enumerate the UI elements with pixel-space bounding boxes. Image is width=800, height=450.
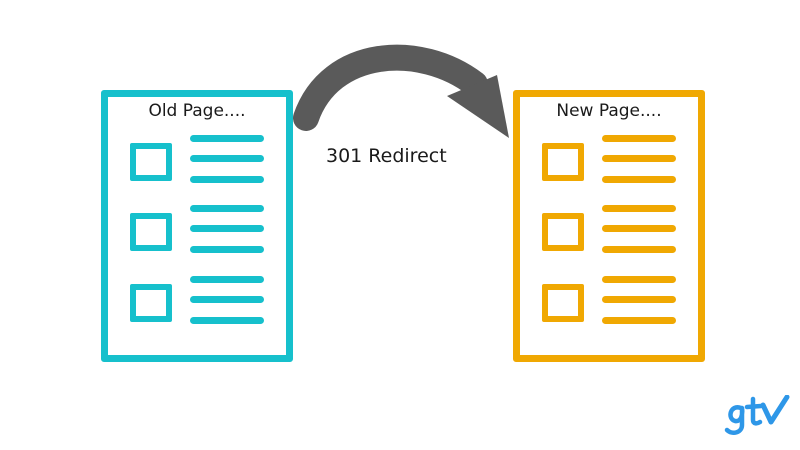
image-placeholder-icon <box>130 143 172 181</box>
redirect-label: 301 Redirect <box>326 145 447 167</box>
old-page-title: Old Page.... <box>148 101 246 121</box>
text-line <box>190 155 264 162</box>
image-placeholder-icon <box>542 143 584 181</box>
text-line <box>602 246 676 253</box>
text-line <box>602 276 676 283</box>
new-page-title: New Page.... <box>556 101 662 121</box>
text-line <box>190 246 264 253</box>
text-line <box>190 276 264 283</box>
new-page-document: New Page.... <box>513 90 705 362</box>
new-page-row <box>542 276 692 338</box>
text-line <box>190 225 264 232</box>
text-line <box>190 205 264 212</box>
text-line <box>190 176 264 183</box>
text-line <box>602 225 676 232</box>
gtv-logo <box>724 395 790 439</box>
gtv-logo-icon <box>724 395 790 435</box>
new-page-row <box>542 135 692 197</box>
text-line <box>602 135 676 142</box>
image-placeholder-icon <box>542 213 584 251</box>
text-line <box>602 317 676 324</box>
text-line <box>190 135 264 142</box>
text-line <box>602 155 676 162</box>
redirect-arrowhead <box>447 75 509 138</box>
image-placeholder-icon <box>542 284 584 322</box>
text-line <box>190 296 264 303</box>
text-line <box>602 296 676 303</box>
old-page-row <box>130 205 280 267</box>
old-page-row <box>130 276 280 338</box>
text-line <box>602 176 676 183</box>
image-placeholder-icon <box>130 284 172 322</box>
redirect-arrow-curve <box>293 44 488 131</box>
text-line <box>190 317 264 324</box>
text-line <box>602 205 676 212</box>
old-page-document: Old Page.... <box>101 90 293 362</box>
new-page-row <box>542 205 692 267</box>
old-page-row <box>130 135 280 197</box>
image-placeholder-icon <box>130 213 172 251</box>
